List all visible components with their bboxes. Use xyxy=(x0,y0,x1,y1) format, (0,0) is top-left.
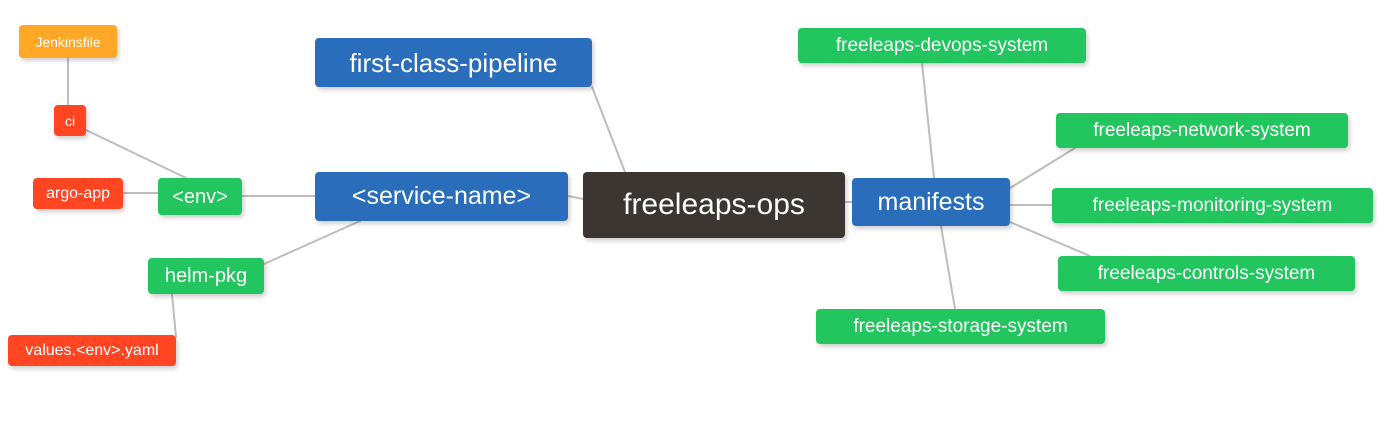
node-freeleaps-controls-system[interactable]: freeleaps-controls-system xyxy=(1058,256,1355,291)
node-service-name[interactable]: <service-name> xyxy=(315,172,568,221)
edge-freeleaps-ops-to-first-class-pipeline xyxy=(591,86,626,173)
node-label-values-env-yaml: values.<env>.yaml xyxy=(25,341,159,359)
node-helm-pkg[interactable]: helm-pkg xyxy=(148,258,264,294)
node-argo-app[interactable]: argo-app xyxy=(33,178,123,209)
node-label-first-class-pipeline: first-class-pipeline xyxy=(349,47,558,78)
node-manifests[interactable]: manifests xyxy=(852,178,1010,226)
node-label-ci: ci xyxy=(64,112,76,129)
node-values-env-yaml[interactable]: values.<env>.yaml xyxy=(8,335,176,366)
node-label-manifests: manifests xyxy=(877,187,985,216)
node-freeleaps-ops[interactable]: freeleaps-ops xyxy=(583,172,845,238)
edge-manifests-to-freeleaps-controls-system xyxy=(1009,221,1091,257)
node-freeleaps-storage-system[interactable]: freeleaps-storage-system xyxy=(816,309,1105,344)
node-label-helm-pkg: helm-pkg xyxy=(164,265,248,287)
node-label-argo-app: argo-app xyxy=(45,184,111,202)
edge-service-name-to-helm-pkg xyxy=(263,220,361,265)
node-env[interactable]: <env> xyxy=(158,178,242,215)
node-jenkinsfile[interactable]: Jenkinsfile xyxy=(19,25,117,58)
edge-helm-pkg-to-values-env-yaml xyxy=(171,293,177,338)
node-label-jenkinsfile: Jenkinsfile xyxy=(35,33,101,50)
node-label-freeleaps-ops: freeleaps-ops xyxy=(623,188,805,221)
edge-manifests-to-freeleaps-network-system xyxy=(1009,147,1076,189)
edge-manifests-to-freeleaps-devops-system xyxy=(921,62,935,179)
node-first-class-pipeline[interactable]: first-class-pipeline xyxy=(315,38,592,87)
edge-manifests-to-freeleaps-storage-system xyxy=(940,225,956,310)
node-label-freeleaps-controls-system: freeleaps-controls-system xyxy=(1097,263,1316,284)
node-label-freeleaps-monitoring-system: freeleaps-monitoring-system xyxy=(1092,195,1333,216)
node-freeleaps-devops-system[interactable]: freeleaps-devops-system xyxy=(798,28,1086,63)
node-label-freeleaps-network-system: freeleaps-network-system xyxy=(1093,120,1311,141)
node-freeleaps-monitoring-system[interactable]: freeleaps-monitoring-system xyxy=(1052,188,1373,223)
node-ci[interactable]: ci xyxy=(54,105,86,136)
node-label-env: <env> xyxy=(172,185,228,208)
node-freeleaps-network-system[interactable]: freeleaps-network-system xyxy=(1056,113,1348,148)
node-label-service-name: <service-name> xyxy=(351,182,532,210)
edge-env-to-ci xyxy=(85,129,187,179)
node-label-freeleaps-devops-system: freeleaps-devops-system xyxy=(835,35,1049,56)
node-label-freeleaps-storage-system: freeleaps-storage-system xyxy=(853,316,1068,337)
edge-freeleaps-ops-to-service-name xyxy=(567,195,584,200)
